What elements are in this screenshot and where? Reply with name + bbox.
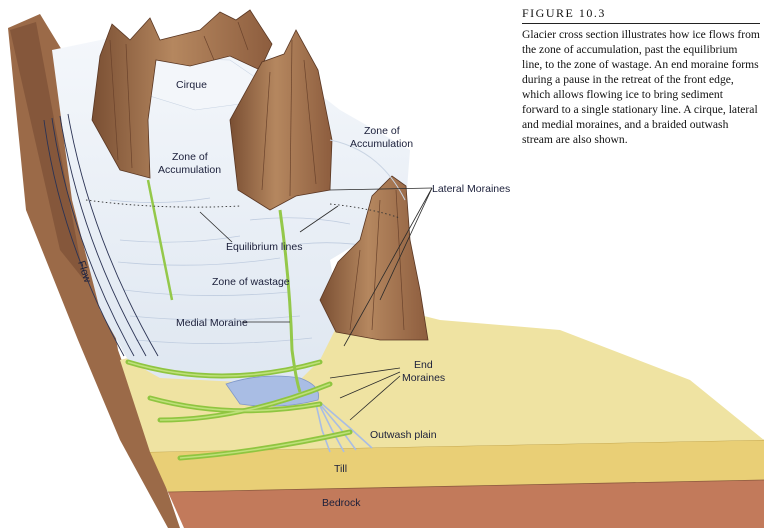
- outwash-stream: [315, 401, 373, 453]
- till-label: Till: [334, 463, 347, 475]
- peak-left: [91, 9, 273, 179]
- equilibrium-lines-label: Equilibrium lines: [226, 241, 302, 253]
- bedrock-layer: [168, 480, 764, 528]
- outwash-plain-label: Outwash plain: [370, 429, 437, 441]
- lateral-moraine-center: [146, 179, 174, 301]
- peak-right: [319, 175, 429, 341]
- zone-accumulation-center-label-line2: Accumulation: [158, 164, 221, 176]
- figure-caption-text: Glacier cross section illustrates how ic…: [522, 28, 760, 147]
- end-moraines-label-line1: End: [414, 359, 433, 371]
- zone-accumulation-right-label-line1: Zone of: [364, 125, 400, 137]
- figure-heading: FIGURE 10.3: [522, 6, 760, 24]
- bedrock-label: Bedrock: [322, 497, 361, 509]
- zone-accumulation-right-label-line2: Accumulation: [350, 138, 413, 150]
- leader-lines: [199, 187, 433, 421]
- right-ice-edge: [329, 139, 406, 201]
- zone-of-wastage-label: Zone of wastage: [212, 276, 290, 288]
- cirque-label: Cirque: [176, 79, 207, 91]
- lateral-moraines-label: Lateral Moraines: [432, 183, 510, 195]
- end-moraines-label-line2: Moraines: [402, 372, 445, 384]
- till-layer: [150, 440, 764, 492]
- medial-moraine: [278, 209, 302, 393]
- figure-caption: FIGURE 10.3 Glacier cross section illust…: [522, 6, 760, 148]
- medial-moraine-label: Medial Moraine: [176, 317, 248, 329]
- equilibrium-line-markers: [85, 199, 401, 219]
- zone-accumulation-center-label-line1: Zone of: [172, 151, 208, 163]
- flow-arrows: [43, 113, 159, 357]
- left-cliff-shade: [10, 22, 84, 280]
